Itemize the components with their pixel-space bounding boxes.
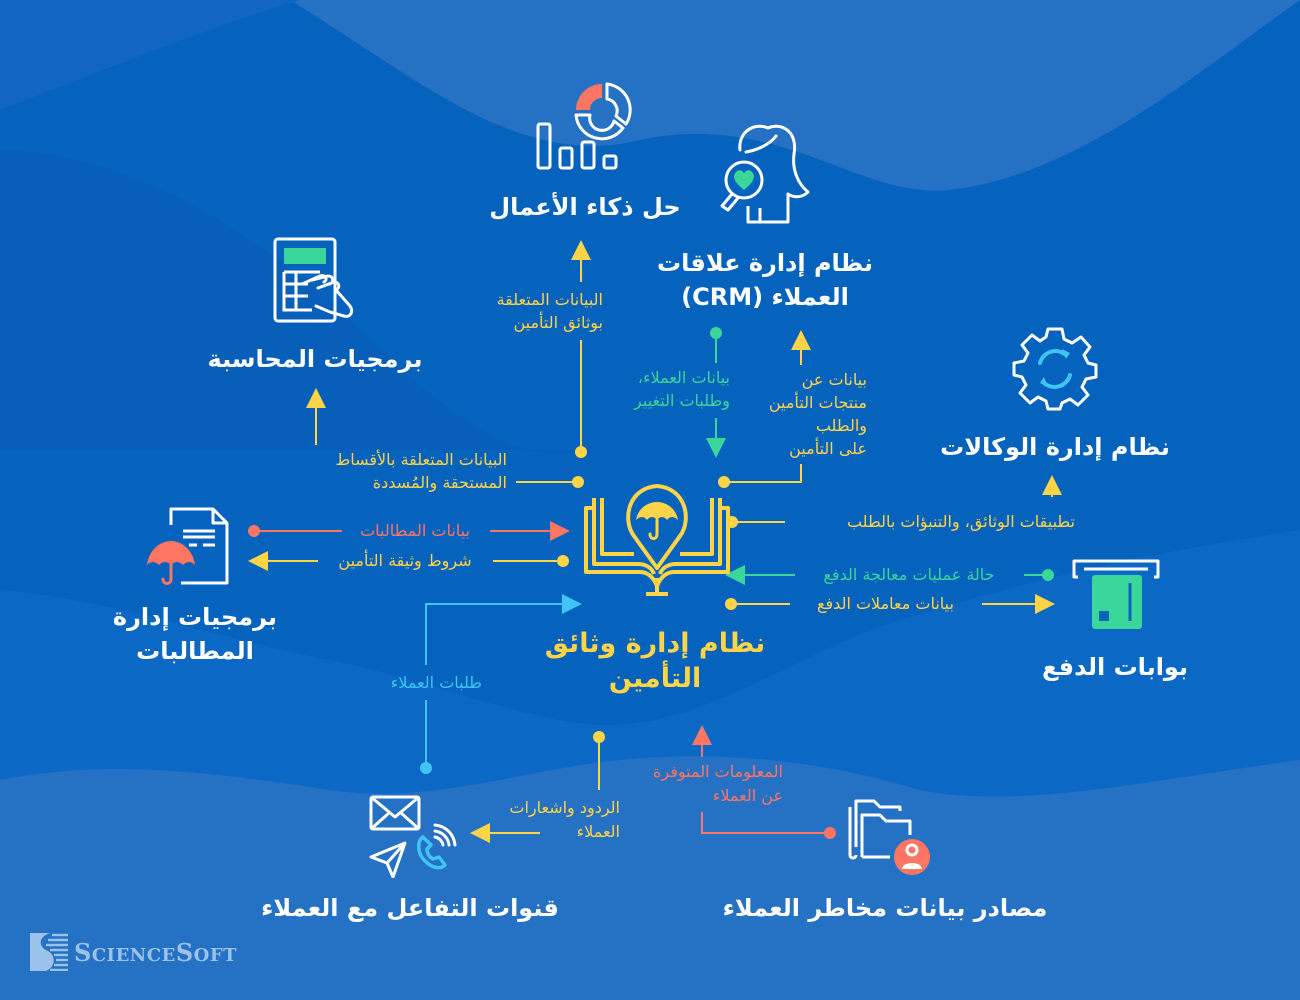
flow-to-accounting-line1: البيانات المتعلقة بالأقساط — [335, 450, 507, 469]
card-slot-icon — [1072, 557, 1162, 641]
claims-title-line2: المطالبات — [136, 637, 254, 665]
center-title-line1: نظام إدارة وثائق — [544, 628, 766, 659]
accounting-title: برمجيات المحاسبة — [207, 345, 423, 373]
flow-to-channels-line1: الردود واشعارات — [509, 798, 620, 817]
mail-send-phone-icon — [365, 793, 460, 882]
flow-to-payment: بيانات معاملات الدفع — [817, 594, 954, 613]
flow-to-crm-line2: منتجات التأمين — [768, 393, 867, 412]
risk-title: مصادر بيانات مخاطر العملاء — [722, 894, 1048, 922]
flow-payment-status: حالة عمليات معالجة الدفع — [823, 565, 995, 584]
payment-title: بوابات الدفع — [1042, 653, 1188, 681]
claims-title-line1: برمجيات إدارة — [112, 603, 278, 631]
flow-crm-in-line2: وطلبات التغيير — [634, 391, 730, 410]
flow-to-bi-line1: البيانات المتعلقة — [496, 290, 603, 309]
gear-sync-icon — [1012, 325, 1098, 415]
agency-title: نظام إدارة الوكالات — [940, 433, 1170, 461]
crm-title-line2: العملاء (CRM) — [681, 283, 849, 311]
flow-crm-in-line1: بيانات العملاء، — [637, 368, 730, 387]
flow-risk-in-line2: عن العملاء — [712, 786, 783, 805]
folder-user-icon — [846, 797, 931, 881]
flow-to-accounting-line2: المستحقة والمُسددة — [372, 473, 507, 492]
center-title-line2: التأمين — [608, 663, 702, 694]
bi-icon — [530, 72, 640, 176]
flow-to-crm-line1: بيانات عن — [801, 370, 867, 389]
crm-title-line1: نظام إدارة علاقات — [657, 249, 873, 277]
calculator-hand-icon — [272, 236, 362, 330]
sciencesoft-logo-text: SCIENCESOFT — [74, 937, 238, 967]
crm-icon — [718, 122, 813, 231]
flow-to-crm-line4: على التأمين — [789, 439, 867, 458]
document-umbrella-icon — [145, 505, 235, 594]
flow-to-bi-line2: بوثائق التأمين — [513, 313, 603, 332]
flow-channels-in: طلبات العملاء — [390, 673, 482, 692]
book-umbrella-pin-icon — [582, 478, 732, 612]
channels-title: قنوات التفاعل مع العملاء — [261, 894, 559, 922]
sciencesoft-logo: SCIENCESOFT — [30, 933, 237, 971]
flow-to-agency: تطبيقات الوثائق، والتنبؤات بالطلب — [846, 512, 1075, 531]
flow-risk-in-line1: المعلومات المتوفرة — [653, 762, 783, 781]
flow-to-crm-line3: والطلب — [815, 416, 867, 435]
flow-to-channels-line2: العملاء — [576, 822, 620, 841]
flow-to-claims: شروط وثيقة التأمين — [338, 551, 472, 570]
bi-title: حل ذكاء الأعمال — [489, 193, 681, 221]
flow-claims-in: بيانات المطالبات — [360, 521, 470, 540]
sciencesoft-logo-icon — [30, 933, 68, 971]
